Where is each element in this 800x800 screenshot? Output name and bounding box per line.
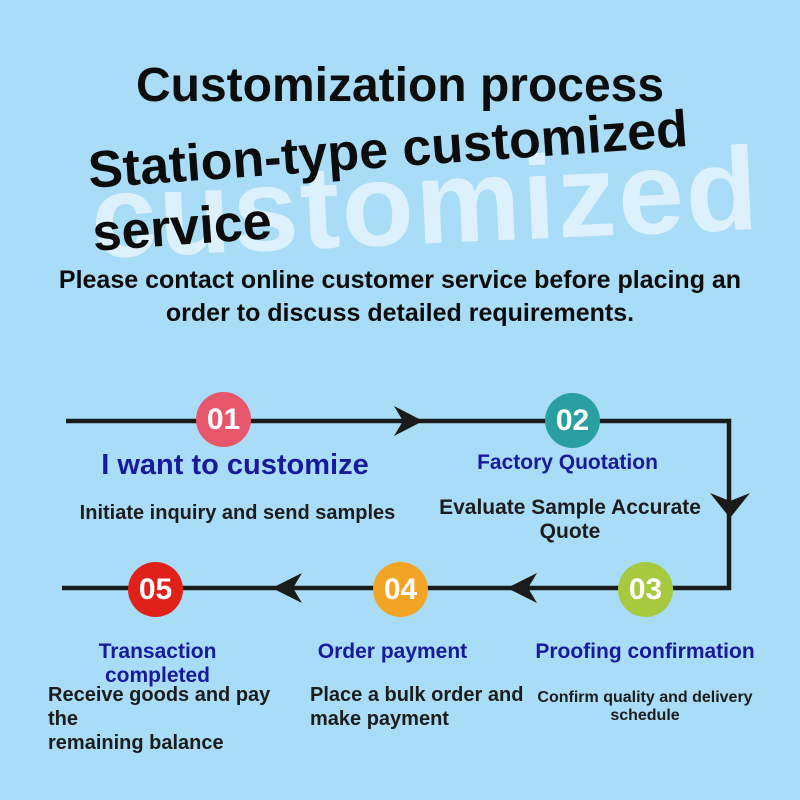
step-title-1: I want to customize — [101, 449, 369, 481]
step-badge-04: 04 — [373, 562, 428, 617]
step-description-4: Place a bulk order and make payment — [310, 684, 524, 730]
step-title-5: Transaction completed — [98, 640, 217, 687]
step-number: 04 — [383, 572, 418, 606]
step-number: 05 — [138, 572, 173, 606]
step-title-4: Order payment — [317, 640, 468, 663]
step-description-1: Initiate inquiry and send samples — [79, 502, 396, 524]
step-badge-03: 03 — [618, 562, 673, 617]
step-badge-01: 01 — [196, 392, 251, 447]
arrow-left-icon — [272, 573, 302, 603]
arrow-down-icon — [710, 493, 750, 518]
arrow-right-icon — [394, 406, 423, 436]
step-badge-02: 02 — [545, 393, 600, 448]
note-line-2: order to discuss detailed requirements. — [165, 298, 635, 327]
instruction-note: Please contact online customer service b… — [0, 264, 800, 329]
arrow-left-icon — [507, 573, 537, 603]
step-description-2: Evaluate Sample Accurate Quote — [439, 496, 701, 543]
page-title: Customization process — [135, 59, 665, 112]
step-title-2: Factory Quotation — [477, 451, 658, 474]
step-description-5: Receive goods and pay the remaining bala… — [48, 684, 271, 754]
step-badge-05: 05 — [128, 562, 183, 617]
step-description-3: Confirm quality and delivery schedule — [537, 689, 753, 724]
note-line-1: Please contact online customer service b… — [58, 266, 742, 294]
step-number: 03 — [628, 572, 663, 606]
step-title-3: Proofing confirmation — [535, 640, 755, 663]
step-number: 02 — [555, 403, 590, 437]
step-number: 01 — [206, 402, 241, 436]
